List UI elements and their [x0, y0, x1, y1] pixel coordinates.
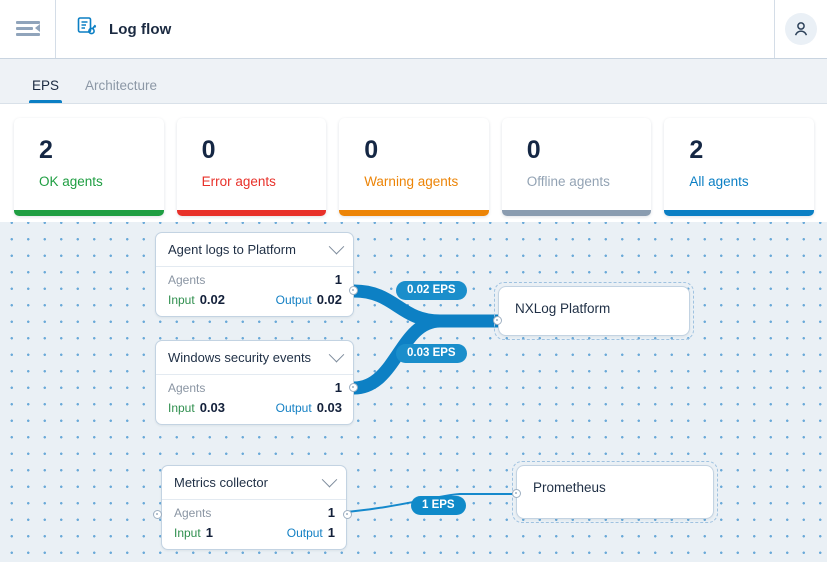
- tab-bar: EPS Architecture: [0, 59, 827, 104]
- node-header[interactable]: Agent logs to Platform: [156, 233, 353, 267]
- node-title-label: Agent logs to Platform: [168, 242, 296, 257]
- edge-label-1-eps[interactable]: 1 EPS: [411, 496, 466, 515]
- user-avatar-icon: [794, 22, 808, 36]
- node-agents-row: Agents 1: [162, 500, 346, 521]
- stat-card-warning-agents[interactable]: 0 Warning agents: [339, 118, 489, 216]
- agents-label: Agents: [168, 380, 206, 395]
- input-label: Input: [168, 293, 195, 307]
- stat-card-ok-agents[interactable]: 2 OK agents: [14, 118, 164, 216]
- output-metric: Output 0.02: [276, 292, 342, 307]
- input-metric: Input 0.02: [168, 292, 225, 307]
- node-title-label: Metrics collector: [174, 475, 268, 490]
- stat-accent-bar: [176, 210, 327, 216]
- agents-value: 1: [327, 505, 335, 520]
- stat-accent-bar: [664, 210, 814, 216]
- page-title: Log flow: [109, 20, 172, 38]
- stat-accent-bar: [339, 210, 489, 216]
- agents-value: 1: [334, 272, 342, 287]
- node-title-label: NXLog Platform: [515, 301, 611, 316]
- output-label: Output: [275, 401, 312, 415]
- input-metric: Input 1: [174, 525, 213, 540]
- output-label: Output: [275, 293, 312, 307]
- node-io-row: Input 0.02 Output 0.02: [156, 288, 353, 316]
- user-avatar-button[interactable]: [785, 13, 817, 45]
- stat-value: 2: [689, 136, 704, 164]
- handle-metrics-collector-output[interactable]: [343, 510, 352, 519]
- input-label: Input: [174, 526, 201, 540]
- node-title-label: Prometheus: [533, 480, 606, 495]
- stat-label: OK agents: [39, 174, 103, 189]
- node-agents-row: Agents 1: [156, 267, 353, 288]
- stat-card-offline-agents[interactable]: 0 Offline agents: [501, 118, 652, 216]
- agents-label: Agents: [168, 272, 206, 287]
- stat-label: Error agents: [201, 174, 276, 189]
- stat-value: 0: [201, 136, 216, 164]
- node-io-row: Input 1 Output 1: [162, 521, 346, 549]
- handle-windows-security-events-output[interactable]: [349, 383, 358, 392]
- node-header[interactable]: Windows security events: [156, 341, 353, 375]
- stat-value: 0: [526, 136, 541, 164]
- handle-metrics-collector-input[interactable]: [153, 510, 162, 519]
- handle-prometheus-input[interactable]: [512, 489, 521, 498]
- edge-label-0-02-eps[interactable]: 0.02 EPS: [396, 281, 467, 300]
- chevron-down-icon[interactable]: [328, 346, 345, 363]
- page-title-area: Log flow: [56, 0, 775, 58]
- agent-stat-cards: 2 OK agents 0 Error agents 0 Warning age…: [14, 118, 814, 216]
- handle-agent-logs-to-platform-output[interactable]: [349, 286, 358, 295]
- stat-label: Offline agents: [526, 174, 610, 189]
- handle-nxlog-platform-input[interactable]: [493, 316, 502, 325]
- agents-label: Agents: [174, 505, 212, 520]
- input-value: 0.02: [199, 292, 226, 307]
- output-metric: Output 0.03: [276, 400, 342, 415]
- stat-label: Warning agents: [364, 174, 459, 189]
- output-value: 0.02: [316, 292, 342, 307]
- flow-node-windows-security-events[interactable]: Windows security events Agents 1 Input 0…: [155, 340, 354, 425]
- input-value: 0.03: [199, 400, 226, 415]
- stat-label: All agents: [689, 174, 749, 189]
- output-metric: Output 1: [287, 525, 335, 540]
- chevron-down-icon[interactable]: [321, 471, 338, 488]
- log-flow-icon: [76, 16, 98, 43]
- collapse-sidebar-button[interactable]: [0, 0, 56, 58]
- node-io-row: Input 0.03 Output 0.03: [156, 396, 353, 424]
- stat-accent-bar: [14, 210, 164, 216]
- input-label: Input: [168, 401, 195, 415]
- flow-node-nxlog-platform[interactable]: NXLog Platform: [498, 286, 690, 336]
- avatar-area: [775, 0, 827, 58]
- agents-value: 1: [334, 380, 342, 395]
- input-metric: Input 0.03: [168, 400, 225, 415]
- tab-eps-label: EPS: [32, 78, 60, 93]
- chevron-down-icon[interactable]: [328, 238, 345, 255]
- stat-accent-bar: [501, 210, 652, 216]
- stat-card-error-agents[interactable]: 0 Error agents: [176, 118, 327, 216]
- flow-node-prometheus[interactable]: Prometheus: [516, 465, 714, 519]
- output-label: Output: [286, 526, 323, 540]
- flow-node-agent-logs-to-platform[interactable]: Agent logs to Platform Agents 1 Input 0.…: [155, 232, 354, 317]
- node-title-label: Windows security events: [168, 350, 312, 365]
- tab-architecture[interactable]: Architecture: [72, 78, 170, 103]
- stat-value: 0: [364, 136, 379, 164]
- output-value: 1: [327, 525, 335, 540]
- node-header[interactable]: Metrics collector: [162, 466, 346, 500]
- edge-label-0-03-eps[interactable]: 0.03 EPS: [396, 344, 467, 363]
- stat-value: 2: [39, 136, 53, 164]
- node-agents-row: Agents 1: [156, 375, 353, 396]
- output-value: 0.03: [316, 400, 342, 415]
- input-value: 1: [205, 525, 213, 540]
- collapse-sidebar-icon: [15, 21, 40, 37]
- log-flow-canvas[interactable]: Agent logs to Platform Agents 1 Input 0.…: [0, 222, 827, 562]
- flow-node-metrics-collector[interactable]: Metrics collector Agents 1 Input 1 Outpu…: [161, 465, 347, 550]
- tab-eps[interactable]: EPS: [19, 78, 72, 103]
- top-bar: Log flow: [0, 0, 827, 59]
- tab-architecture-label: Architecture: [85, 78, 158, 93]
- stat-card-all-agents[interactable]: 2 All agents: [664, 118, 814, 216]
